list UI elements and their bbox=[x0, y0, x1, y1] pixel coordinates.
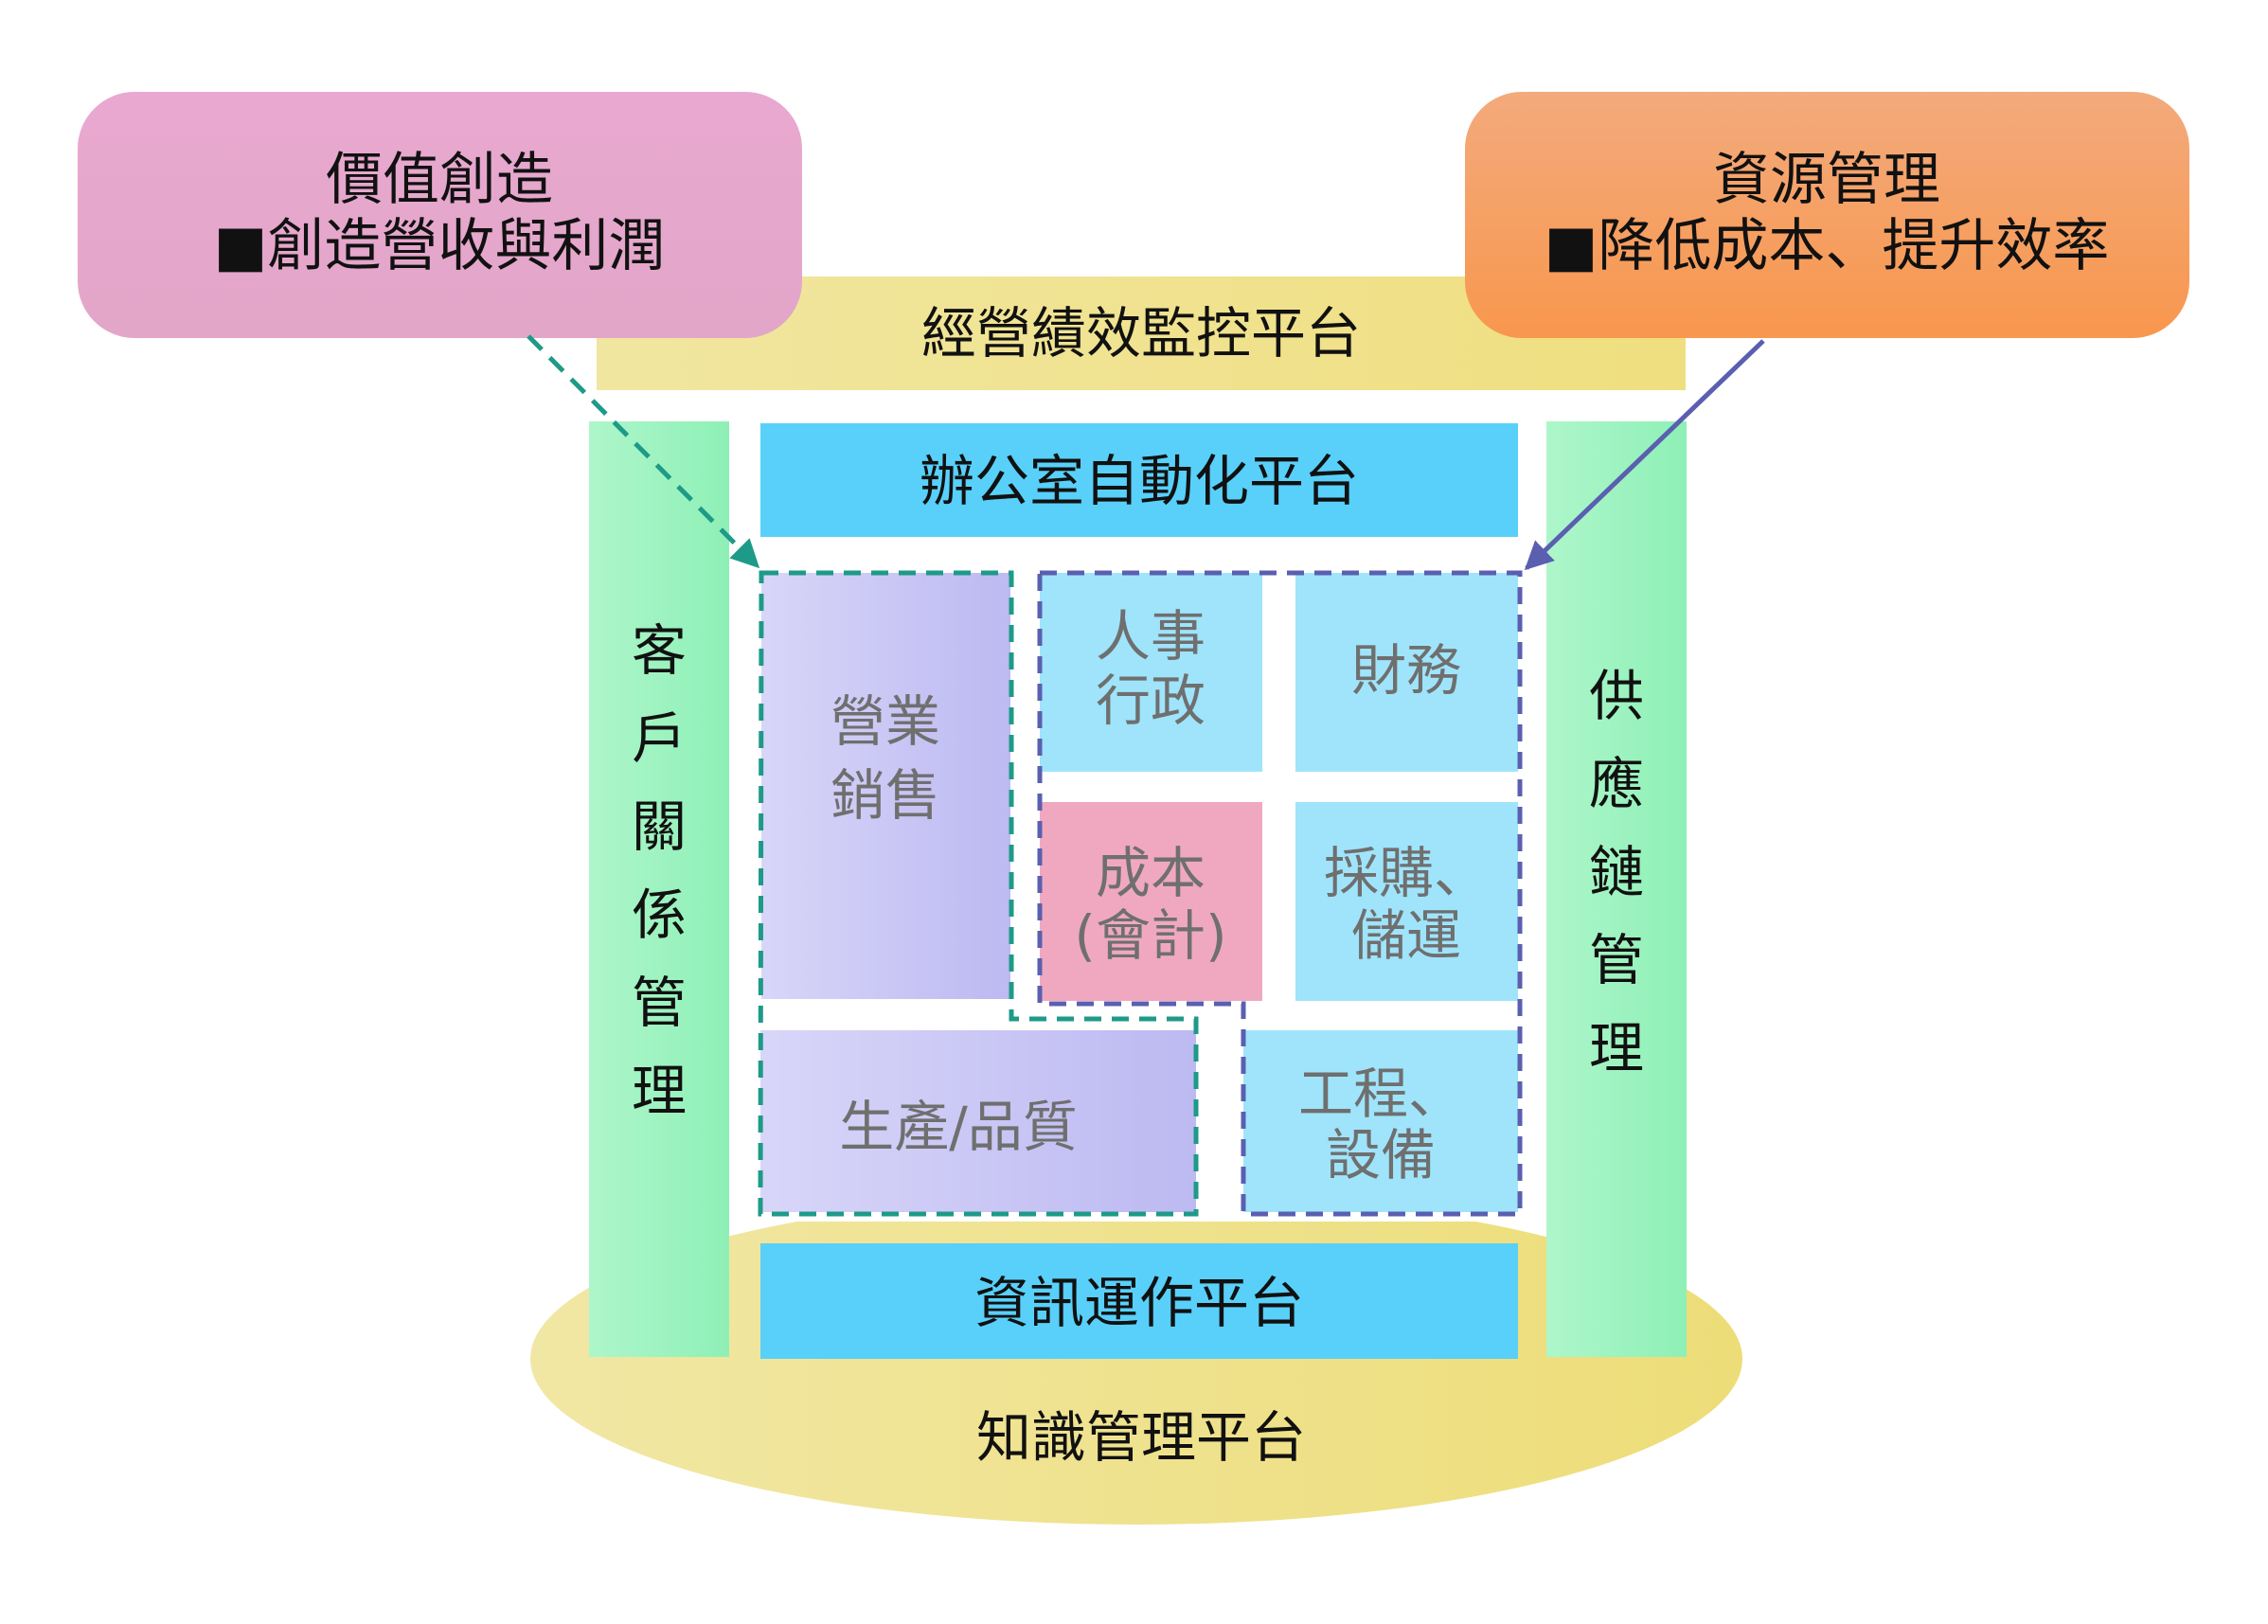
value-creation-arrow bbox=[527, 334, 760, 569]
scm-char: 管 bbox=[1589, 928, 1644, 992]
cost-label: 成本 bbox=[1096, 841, 1205, 905]
resource-management-group-outline bbox=[1037, 570, 1523, 1217]
production-module bbox=[760, 1030, 1196, 1212]
purchasing-label: 儲運 bbox=[1351, 903, 1461, 968]
value-creation-callout bbox=[78, 92, 802, 338]
sales-label: 營業 bbox=[830, 689, 940, 754]
scm-pillar bbox=[1546, 421, 1687, 1357]
scm-char: 應 bbox=[1589, 752, 1644, 816]
crm-char: 係 bbox=[632, 883, 687, 947]
scm-char: 供 bbox=[1589, 664, 1644, 728]
knowledge-platform-label: 知識管理平台 bbox=[976, 1405, 1306, 1470]
crm-char: 關 bbox=[632, 794, 687, 859]
engineering-label: 設備 bbox=[1326, 1123, 1436, 1187]
crm-pillar bbox=[589, 421, 729, 1357]
value-creation-subtitle: ■創造營收與利潤 bbox=[214, 213, 666, 279]
resource-management-subtitle: ■降低成本、提升效率 bbox=[1545, 213, 2110, 279]
scm-char: 理 bbox=[1589, 1016, 1644, 1080]
crm-char: 戶 bbox=[632, 706, 687, 771]
crm-char: 客 bbox=[632, 618, 687, 683]
hr-module bbox=[1040, 573, 1262, 772]
info-ops-platform-bar bbox=[760, 1243, 1518, 1359]
engineering-module bbox=[1243, 1030, 1518, 1212]
finance-module bbox=[1295, 573, 1518, 772]
info-ops-platform-label: 資訊運作平台 bbox=[974, 1271, 1304, 1335]
sales-label: 銷售 bbox=[830, 763, 940, 828]
value-creation-title: 價值創造 bbox=[326, 147, 553, 213]
engineering-label: 工程、 bbox=[1298, 1062, 1463, 1126]
value-creation-group-outline bbox=[758, 570, 1199, 1217]
purchasing-label: 採購、 bbox=[1324, 841, 1489, 905]
crm-pillar-label: 客 戶 關 係 管 理 bbox=[632, 618, 687, 1123]
purchasing-module bbox=[1295, 802, 1518, 1001]
scm-char: 鏈 bbox=[1589, 840, 1644, 904]
crm-char: 管 bbox=[632, 971, 687, 1035]
performance-platform-label: 經營績效監控平台 bbox=[921, 301, 1361, 366]
resource-management-title: 資源管理 bbox=[1713, 147, 1940, 213]
office-platform-bar bbox=[760, 423, 1518, 537]
resource-management-arrow bbox=[1524, 339, 1765, 571]
cost-module bbox=[1040, 802, 1262, 1001]
crm-char: 理 bbox=[632, 1059, 687, 1123]
hr-label: 人事 bbox=[1096, 604, 1205, 669]
cost-label: (會計) bbox=[1074, 903, 1226, 968]
production-label: 生產/品質 bbox=[839, 1095, 1078, 1159]
sales-module bbox=[761, 573, 1010, 999]
finance-label: 財務 bbox=[1351, 638, 1461, 703]
office-platform-label: 辦公室自動化平台 bbox=[920, 449, 1359, 513]
scm-pillar-label: 供 應 鏈 管 理 bbox=[1589, 664, 1644, 1080]
hr-label: 行政 bbox=[1096, 669, 1205, 733]
resource-management-callout bbox=[1465, 92, 2189, 338]
